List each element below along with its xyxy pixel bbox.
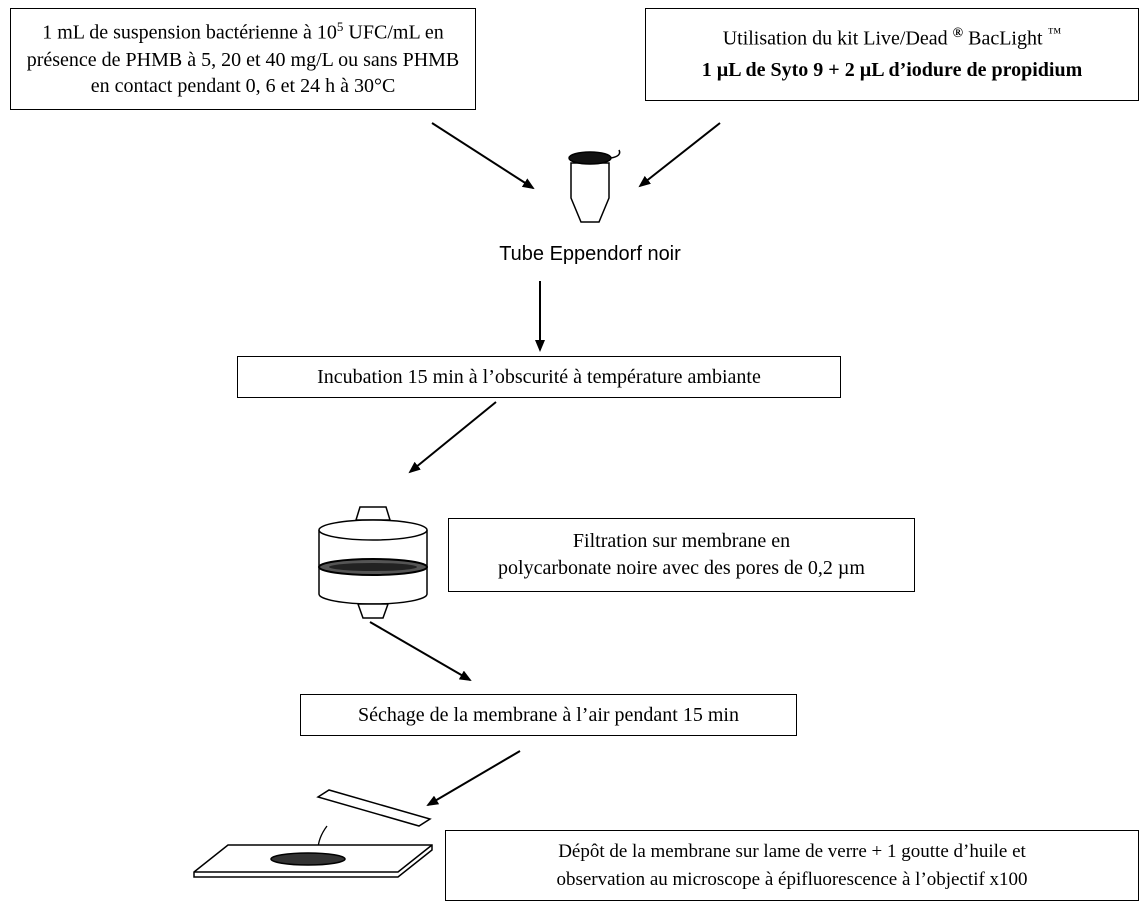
kit-text-b: BacLight — [963, 27, 1048, 50]
arrow-filter-to-drying — [369, 621, 472, 682]
suspension-line-1: 1 mL de suspension bactérienne à 105 UFC… — [11, 18, 475, 46]
suspension-text-b: UFC/mL en — [343, 21, 444, 44]
drying-box: Séchage de la membrane à l’air pendant 1… — [300, 694, 797, 736]
suspension-exponent: 5 — [336, 19, 344, 35]
kit-box: Utilisation du kit Live/Dead ® BacLight … — [645, 8, 1139, 101]
kit-line-1: Utilisation du kit Live/Dead ® BacLight … — [646, 23, 1138, 55]
arrow-drying-to-slide — [426, 750, 521, 807]
incubation-text: Incubation 15 min à l’obscurité à tempér… — [317, 365, 761, 388]
suspension-text-a: 1 mL de suspension bactérienne à 10 — [42, 21, 337, 44]
deposit-line-2: observation au microscope à épifluoresce… — [556, 868, 1028, 890]
slide-coverslip-icon — [193, 789, 433, 878]
kit-text-a: Utilisation du kit Live/Dead — [722, 27, 953, 50]
tube-label: Tube Eppendorf noir — [499, 243, 681, 265]
deposit-line-1: Dépôt de la membrane sur lame de verre +… — [558, 840, 1026, 862]
filtration-box: Filtration sur membrane en polycarbonate… — [448, 518, 915, 592]
arrow-incubation-to-filter — [408, 401, 497, 474]
eppendorf-tube-icon — [568, 149, 621, 223]
filtration-line-2: polycarbonate noire avec des pores de 0,… — [498, 557, 865, 579]
filtration-line-1: Filtration sur membrane en — [572, 530, 791, 552]
drying-text: Séchage de la membrane à l’air pendant 1… — [358, 703, 739, 726]
arrow-kit-to-tube — [638, 122, 721, 188]
deposit-box: Dépôt de la membrane sur lame de verre +… — [445, 830, 1139, 901]
trademark-mark: ™ — [1047, 26, 1062, 42]
suspension-line-3: en contact pendant 0, 6 et 24 h à 30°C — [90, 75, 396, 98]
incubation-box: Incubation 15 min à l’obscurité à tempér… — [237, 356, 841, 398]
registered-mark: ® — [952, 26, 964, 42]
kit-line-2: 1 µL de Syto 9 + 2 µL d’iodure de propid… — [701, 58, 1083, 81]
arrow-suspension-to-tube — [431, 122, 535, 190]
filter-holder-icon — [318, 506, 428, 619]
suspension-line-2: présence de PHMB à 5, 20 et 40 mg/L ou s… — [26, 48, 460, 71]
suspension-box: 1 mL de suspension bactérienne à 105 UFC… — [10, 8, 476, 110]
